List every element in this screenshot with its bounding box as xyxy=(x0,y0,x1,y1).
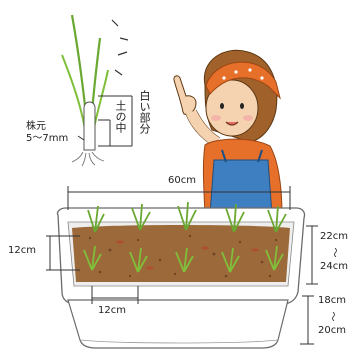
base-bottom-label: 20cm xyxy=(318,326,346,337)
height-top-label: 22cm xyxy=(320,232,348,243)
seedling-illustration xyxy=(62,15,108,166)
root-base-title: 株元 xyxy=(26,122,46,133)
in-soil-label: 土の中 xyxy=(112,100,128,133)
plant-spacing-label: 12cm xyxy=(98,306,126,317)
planter-length-label: 60cm xyxy=(168,176,196,187)
sparkle-marks xyxy=(112,20,128,75)
row-spacing-label: 12cm xyxy=(8,246,36,257)
height-bottom-label: 24cm xyxy=(320,262,348,273)
white-part-label: 白い部分 xyxy=(136,90,152,134)
base-top-label: 18cm xyxy=(318,296,346,307)
girl-character xyxy=(174,50,282,215)
height-tilde: 〜 xyxy=(329,248,344,258)
root-base-size: 5〜7mm xyxy=(26,134,68,145)
planter xyxy=(57,202,304,348)
base-tilde: 〜 xyxy=(327,312,342,322)
